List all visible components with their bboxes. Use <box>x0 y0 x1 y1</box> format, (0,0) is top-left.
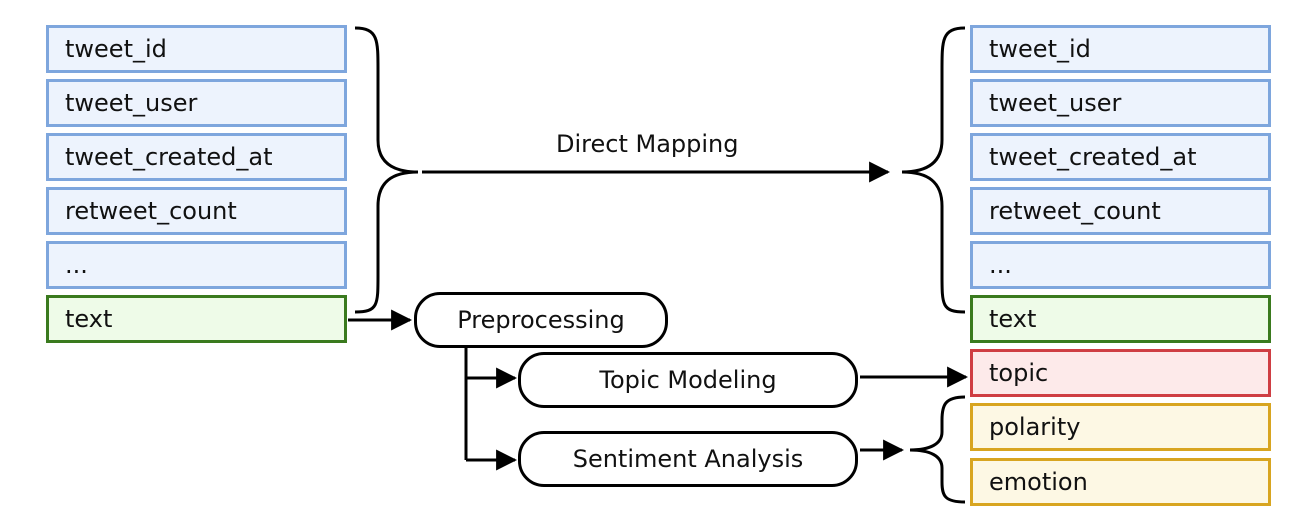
target-field-ellipsis: ... <box>970 241 1271 289</box>
target-field-topic: topic <box>970 349 1271 397</box>
target-field-polarity: polarity <box>970 403 1271 451</box>
preprocessing-node: Preprocessing <box>414 292 668 348</box>
sentiment-analysis-node: Sentiment Analysis <box>518 431 858 487</box>
target-field-tweet-user: tweet_user <box>970 79 1271 127</box>
target-field-emotion: emotion <box>970 458 1271 506</box>
target-field-tweet-id: tweet_id <box>970 25 1271 73</box>
source-field-tweet-id: tweet_id <box>46 25 347 73</box>
topic-modeling-node: Topic Modeling <box>518 352 858 408</box>
target-brace <box>901 26 966 314</box>
source-brace <box>354 26 419 314</box>
sentiment-brace <box>909 395 966 504</box>
source-field-ellipsis: ... <box>46 241 347 289</box>
target-field-tweet-created-at: tweet_created_at <box>970 133 1271 181</box>
source-field-text: text <box>46 295 347 343</box>
source-field-retweet-count: retweet_count <box>46 187 347 235</box>
source-field-tweet-user: tweet_user <box>46 79 347 127</box>
target-field-retweet-count: retweet_count <box>970 187 1271 235</box>
direct-mapping-label: Direct Mapping <box>556 130 739 158</box>
target-field-text: text <box>970 295 1271 343</box>
source-field-tweet-created-at: tweet_created_at <box>46 133 347 181</box>
